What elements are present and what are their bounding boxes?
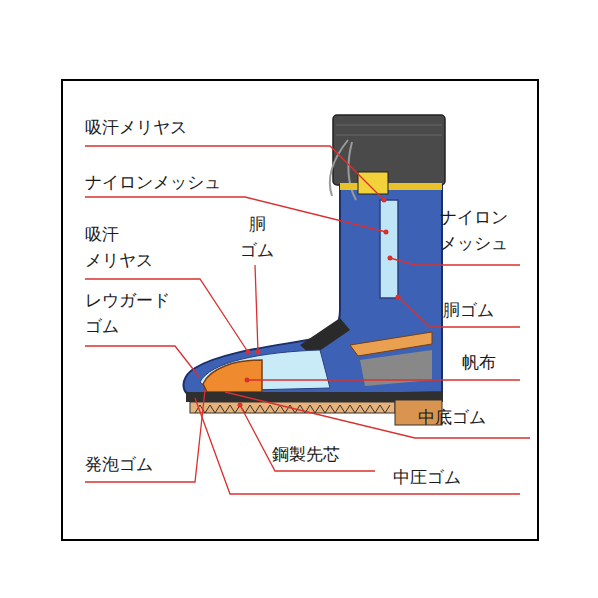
leader-dot — [246, 350, 251, 355]
part-label: レウガード ゴム — [85, 288, 170, 339]
part-label: 吸汗 メリヤス — [85, 222, 153, 273]
frame — [62, 80, 538, 540]
part-label: ナイロンメッシュ — [85, 170, 221, 196]
part-label: 中底ゴム — [418, 405, 486, 431]
leader-dot — [388, 256, 393, 261]
leader-dot — [238, 403, 243, 408]
leader-line — [247, 379, 520, 380]
leader-dot — [382, 198, 387, 203]
leader-dot — [256, 350, 261, 355]
part-label: 中圧ゴム — [393, 465, 461, 491]
tag — [358, 172, 388, 194]
part-label: 胴 ゴム — [240, 212, 274, 263]
part-label: ナイロン メッシュ — [440, 205, 508, 256]
cuff-ribs — [336, 125, 442, 135]
leader-line — [85, 390, 205, 482]
leader-line — [225, 392, 530, 438]
leader-line — [398, 297, 520, 327]
part-label: 発泡ゴム — [85, 452, 153, 478]
leader-line — [390, 258, 520, 265]
leader-line — [85, 346, 200, 378]
leader-dot — [384, 230, 389, 235]
toe-section — [200, 350, 330, 391]
boot-drawing — [184, 115, 445, 425]
leader-line — [240, 405, 375, 471]
part-label: 鋼製先芯 — [272, 442, 340, 468]
leader-dot — [245, 378, 250, 383]
leader-dots — [238, 198, 401, 408]
steel-toe — [203, 360, 262, 392]
leader-line — [85, 197, 386, 232]
top-band — [340, 183, 442, 190]
mesh-window — [380, 200, 398, 298]
leader-line — [195, 398, 520, 494]
tread — [190, 402, 395, 413]
leader-line — [85, 146, 384, 200]
leader-line — [255, 265, 258, 352]
part-label: 吸汗メリヤス — [85, 115, 187, 141]
leader-dot — [396, 295, 401, 300]
boot-shaft — [184, 183, 442, 398]
part-label: 胴ゴム — [443, 298, 494, 324]
leader-lines — [85, 146, 530, 494]
leader-line — [85, 279, 248, 352]
part-label: 帆布 — [462, 350, 496, 376]
